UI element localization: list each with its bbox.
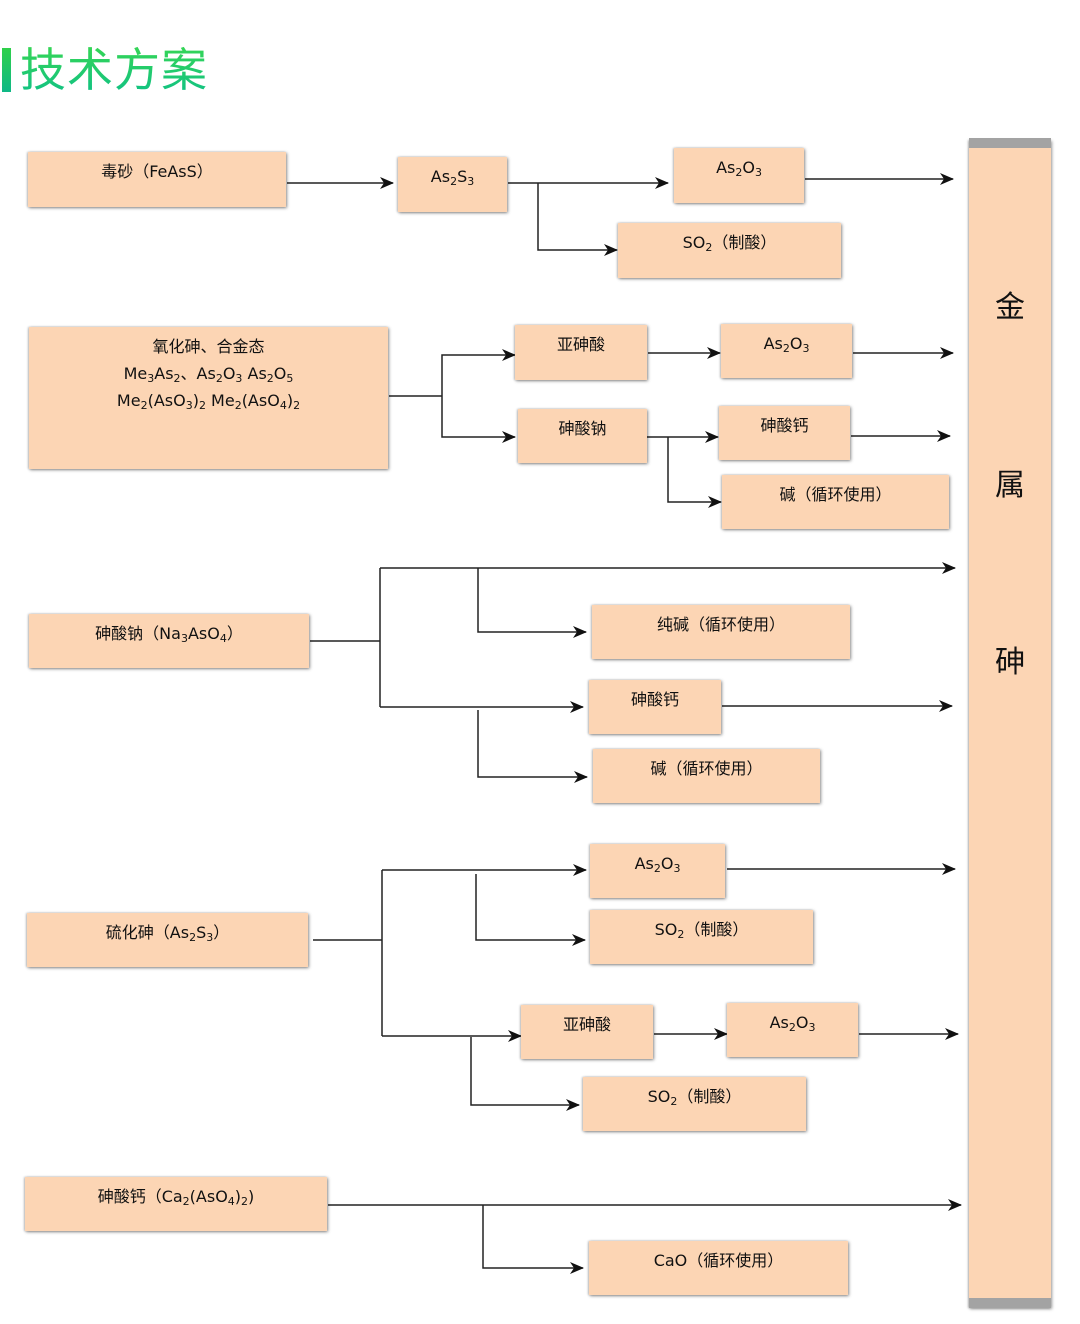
arrow-as2s3-to-so2 (537, 183, 618, 256)
source-arsenic-sulfide: 硫化砷（As2S3） (27, 913, 308, 967)
arrow-g5-to-cao (482, 1205, 584, 1274)
arrow-g3-to-alkali (477, 710, 588, 783)
node-g2-arsenous-acid: 亚砷酸 (515, 325, 647, 380)
page-title: 技术方案 (20, 40, 208, 100)
node-g4-so2-a: SO2（制酸） (590, 910, 813, 964)
source-oxide-line-1: 氧化砷、合金态 (152, 337, 265, 356)
source-arsenopyrite: 毒砂（FeAsS） (28, 152, 286, 207)
node-g2-alkali: 碱（循环使用） (722, 475, 949, 529)
node-g2-sodium-arsenate: 砷酸钠 (518, 409, 647, 463)
source-oxide-line-3: Me2(AsO3)2 Me2(AsO4)2 (116, 391, 301, 412)
sink-char-shu: 属 (995, 468, 1025, 503)
node-as2s3: As2S3 (398, 157, 507, 212)
arrow-g4-to-so2-b (470, 1037, 580, 1111)
node-g4-arsenous-acid: 亚砷酸 (521, 1005, 653, 1059)
arrow-g3-to-soda (477, 568, 587, 638)
node-g3-alkali: 碱（循环使用） (593, 749, 820, 803)
node-g1-as2o3: As2O3 (674, 148, 804, 203)
source-sodium-arsenate: 砷酸钠（Na3AsO4） (29, 614, 309, 668)
node-g5-cao: CaO（循环使用） (589, 1241, 848, 1295)
sink-char-shen: 砷 (995, 645, 1025, 680)
sink-char-jin: 金 (995, 290, 1025, 325)
title-accent-bar (2, 48, 11, 92)
node-g3-soda: 纯碱（循环使用） (592, 605, 850, 659)
node-g1-so2: SO2（制酸） (618, 223, 841, 278)
column-bottom-cap (969, 1298, 1051, 1308)
column-top-cap (969, 138, 1051, 148)
metallic-arsenic-column (969, 140, 1051, 1308)
arrow-g4-to-so2 (475, 874, 586, 946)
arrow-g2-to-sodium-arsenate (441, 396, 516, 443)
node-g2-as2o3: As2O3 (721, 324, 852, 378)
arrow-g2-to-arsenous-acid (441, 349, 516, 396)
node-g4-so2-b: SO2（制酸） (583, 1077, 806, 1131)
node-g4-as2o3-b: As2O3 (727, 1003, 858, 1057)
node-g3-calcium-arsenate: 砷酸钙 (589, 680, 721, 734)
source-arsenopyrite-label: 毒砂（FeAsS） (101, 162, 213, 181)
node-g2-calcium-arsenate: 砷酸钙 (719, 406, 850, 460)
source-calcium-arsenate: 砷酸钙（Ca2(AsO4)2) (25, 1177, 327, 1231)
arrow-sodarsenate-to-alkali (667, 437, 722, 508)
source-oxide-alloy: 氧化砷、合金态 Me3As2、As2O3 As2O5 Me2(AsO3)2 Me… (29, 327, 388, 469)
source-oxide-line-2: Me3As2、As2O3 As2O5 (123, 364, 294, 385)
node-g4-as2o3-a: As2O3 (590, 844, 725, 898)
